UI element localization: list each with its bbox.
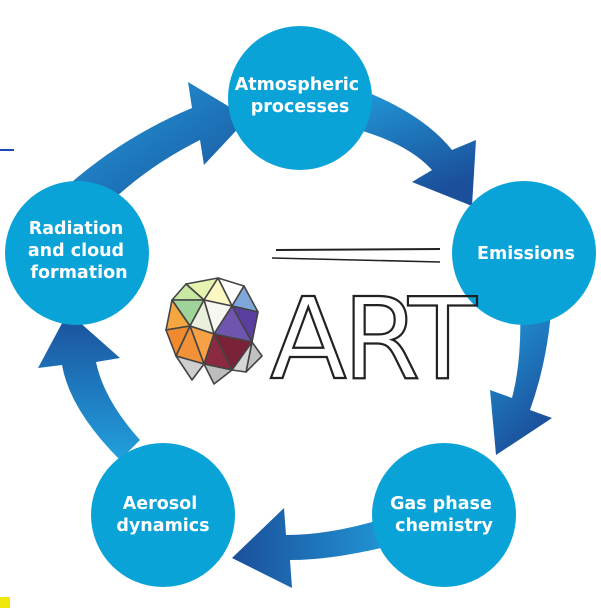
geodesic-sphere-icon: [165, 277, 263, 385]
node-radiation-and-cloud-formation: Radiation and cloud formation: [5, 181, 149, 325]
cycle-arrows: [38, 82, 552, 588]
node-emissions: Emissions: [452, 181, 596, 325]
accent-square: [0, 597, 10, 608]
cycle-nodes: Atmospheric processes Emissions Gas phas…: [5, 26, 596, 587]
node-label-radiation-and-cloud-formation: Radiation and cloud formation: [28, 219, 130, 283]
arrow-atmospheric-to-emissions: [340, 85, 476, 206]
node-gas-phase-chemistry: Gas phase chemistry: [372, 443, 516, 587]
arrow-aerosol-to-radiation: [38, 312, 140, 460]
node-atmospheric-processes: Atmospheric processes: [228, 26, 372, 170]
node-label-atmospheric-processes: Atmospheric processes: [235, 75, 366, 117]
arrow-emissions-to-gasphase: [490, 300, 552, 455]
arrow-gasphase-to-aerosol: [232, 508, 412, 588]
arrow-radiation-to-atmospheric: [52, 82, 248, 215]
node-aerosol-dynamics: Aerosol dynamics: [91, 443, 235, 587]
logo-overline-2: [271, 257, 441, 263]
logo-overline-1: [275, 248, 441, 251]
logo-text: ART: [270, 275, 477, 405]
node-label-gas-phase-chemistry: Gas phase chemistry: [390, 494, 498, 536]
art-logo: ART: [165, 248, 482, 406]
node-label-aerosol-dynamics: Aerosol dynamics: [116, 494, 209, 536]
node-label-emissions: Emissions: [477, 244, 575, 264]
